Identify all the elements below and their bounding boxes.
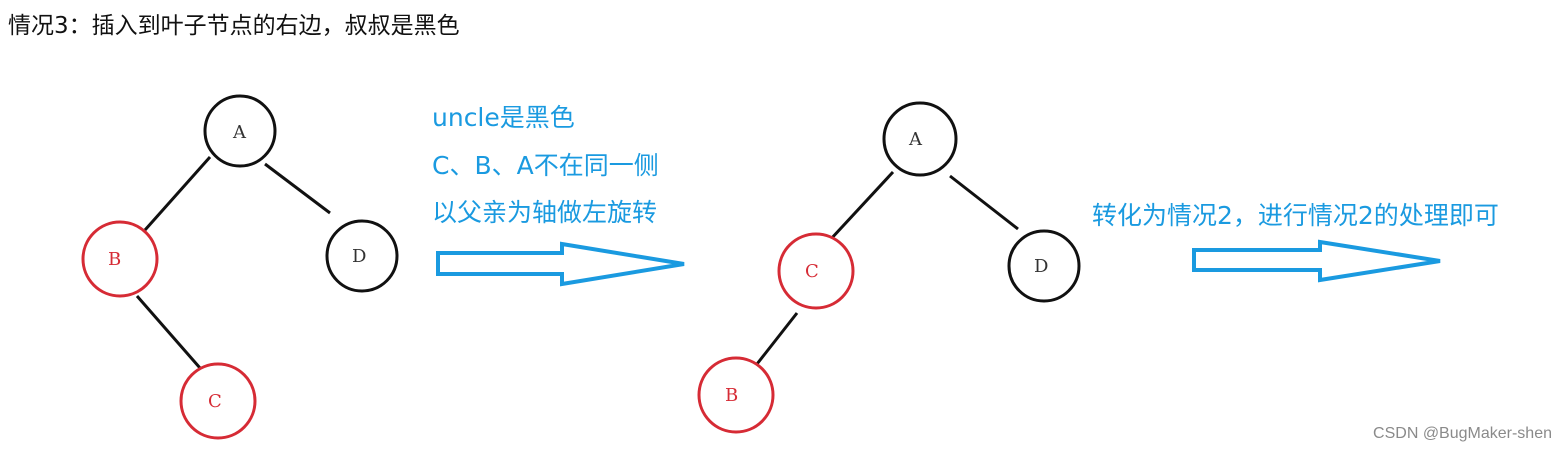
- tree-after-node-b: B: [697, 356, 775, 434]
- node-label: D: [352, 246, 366, 267]
- tree-after-node-d: D: [1007, 229, 1081, 303]
- tree-after-node-c: C: [777, 232, 855, 310]
- edge-a-c: [828, 170, 895, 242]
- step1-note-sides: C、B、A不在同一侧: [432, 151, 659, 180]
- tree-before-node-b: B: [81, 220, 159, 298]
- tree-before-edges: [135, 156, 331, 369]
- edge-a-d: [949, 174, 1019, 231]
- edge-c-b: [755, 312, 799, 365]
- node-label: B: [108, 249, 121, 270]
- page-title: 情况3：插入到叶子节点的右边，叔叔是黑色: [8, 13, 460, 39]
- node-label: B: [725, 385, 738, 406]
- edge-a-d: [264, 162, 331, 215]
- node-label: C: [208, 391, 222, 412]
- tree-before-node-d: D: [325, 219, 399, 293]
- tree-after-node-a: A: [882, 101, 958, 177]
- edge-a-b: [143, 156, 212, 231]
- arrow-2-icon: [1192, 239, 1441, 283]
- node-label: C: [805, 261, 819, 282]
- edge-b-c: [135, 295, 202, 369]
- node-label: A: [908, 129, 923, 150]
- watermark: CSDN @BugMaker-shen: [1373, 425, 1552, 442]
- arrow-1-icon: [436, 241, 685, 287]
- node-label: A: [232, 122, 247, 143]
- step1-note-uncle: uncle是黑色: [432, 103, 575, 132]
- node-label: D: [1034, 256, 1048, 277]
- tree-before-node-c: C: [179, 362, 257, 440]
- step2-note: 转化为情况2，进行情况2的处理即可: [1092, 201, 1499, 230]
- step1-note-rotation: 以父亲为轴做左旋转: [432, 198, 658, 227]
- tree-after-edges: [755, 170, 1019, 365]
- tree-before-node-a: A: [203, 94, 277, 168]
